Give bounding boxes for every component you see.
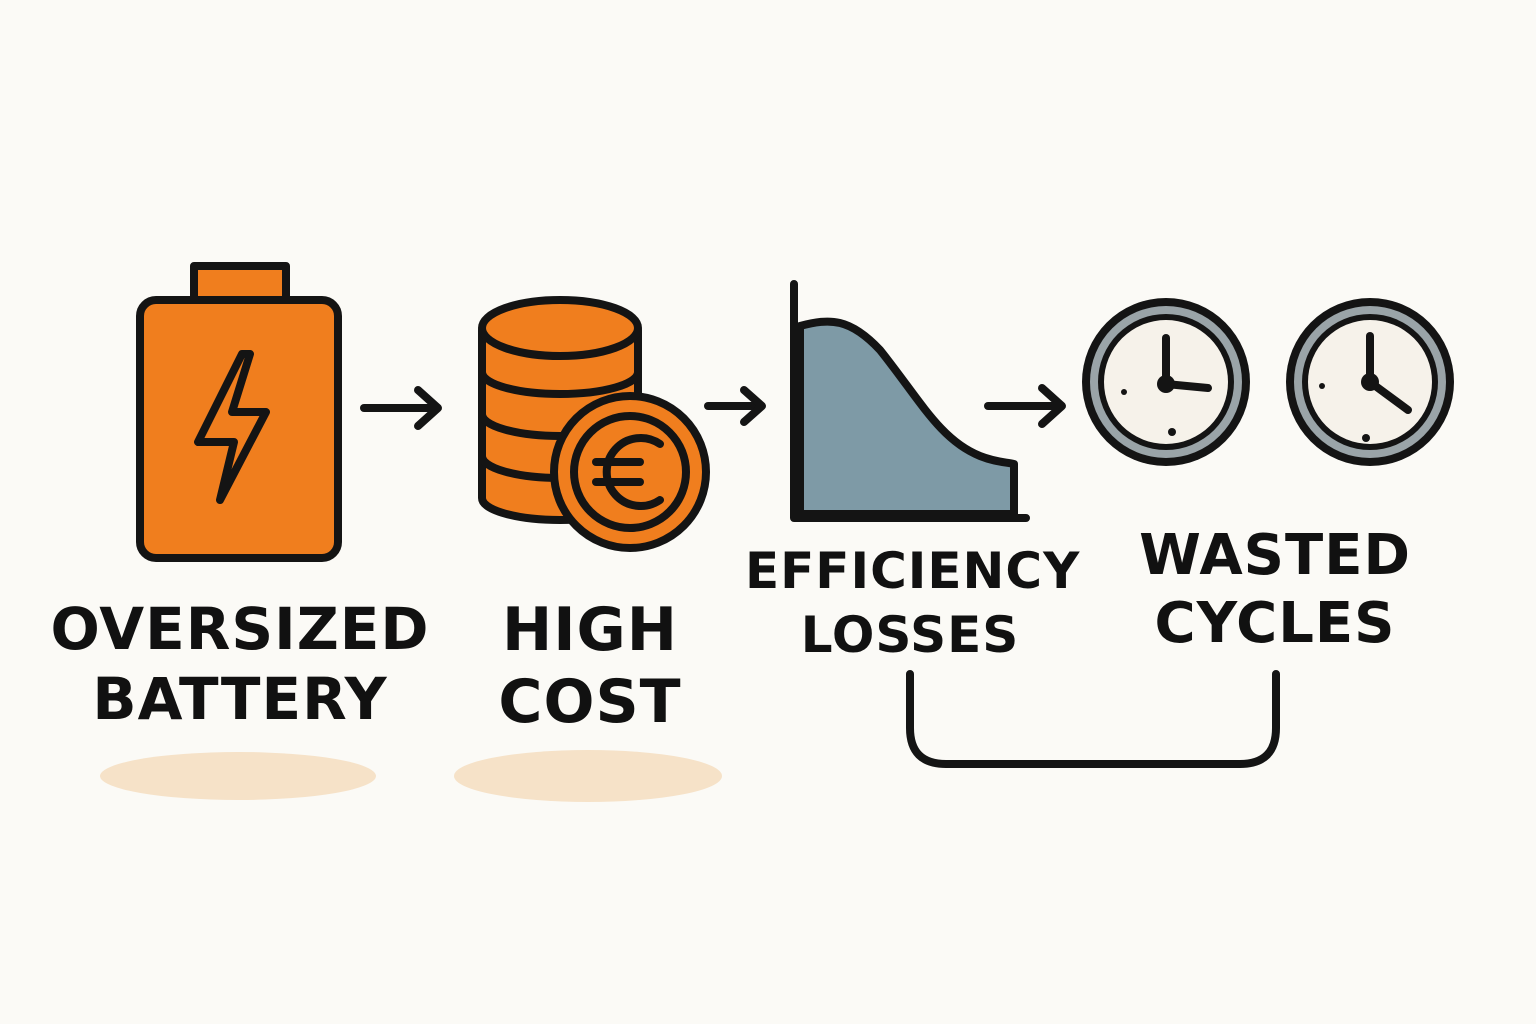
cycles-label-line-2: CYCLES xyxy=(1154,591,1396,656)
bracket-efficiency-to-cycles xyxy=(906,670,1280,768)
battery-label-line-2: BATTERY xyxy=(92,665,388,733)
cost-label-line-1: HIGH xyxy=(501,595,678,665)
cycles-label-line-1: WASTED xyxy=(1139,523,1411,588)
efficiency-label: EFFICIENCY LOSSES xyxy=(745,542,1081,664)
declining-area-chart-icon xyxy=(790,280,1030,522)
battery-bolt-icon xyxy=(136,262,342,562)
efficiency-label-line-1: EFFICIENCY xyxy=(745,542,1081,600)
arrow-efficiency-to-cycles xyxy=(984,384,1066,428)
cycles-label: WASTED CYCLES xyxy=(1110,528,1440,652)
cost-label-line-2: COST xyxy=(498,667,682,737)
cost-shadow xyxy=(454,750,722,802)
battery-label-line-1: OVERSIZED xyxy=(50,595,430,663)
efficiency-label-line-2: LOSSES xyxy=(800,606,1020,664)
two-clocks-icon xyxy=(1082,298,1454,466)
clock-right-icon xyxy=(1286,298,1454,466)
arrow-battery-to-cost xyxy=(360,386,442,430)
clock-left-icon xyxy=(1082,298,1250,466)
cost-label: HIGH COST xyxy=(470,600,710,732)
battery-shadow xyxy=(100,752,376,800)
arrow-cost-to-efficiency xyxy=(704,386,766,426)
coin-stack-euro-icon xyxy=(478,296,710,552)
battery-label: OVERSIZED BATTERY xyxy=(40,600,440,728)
